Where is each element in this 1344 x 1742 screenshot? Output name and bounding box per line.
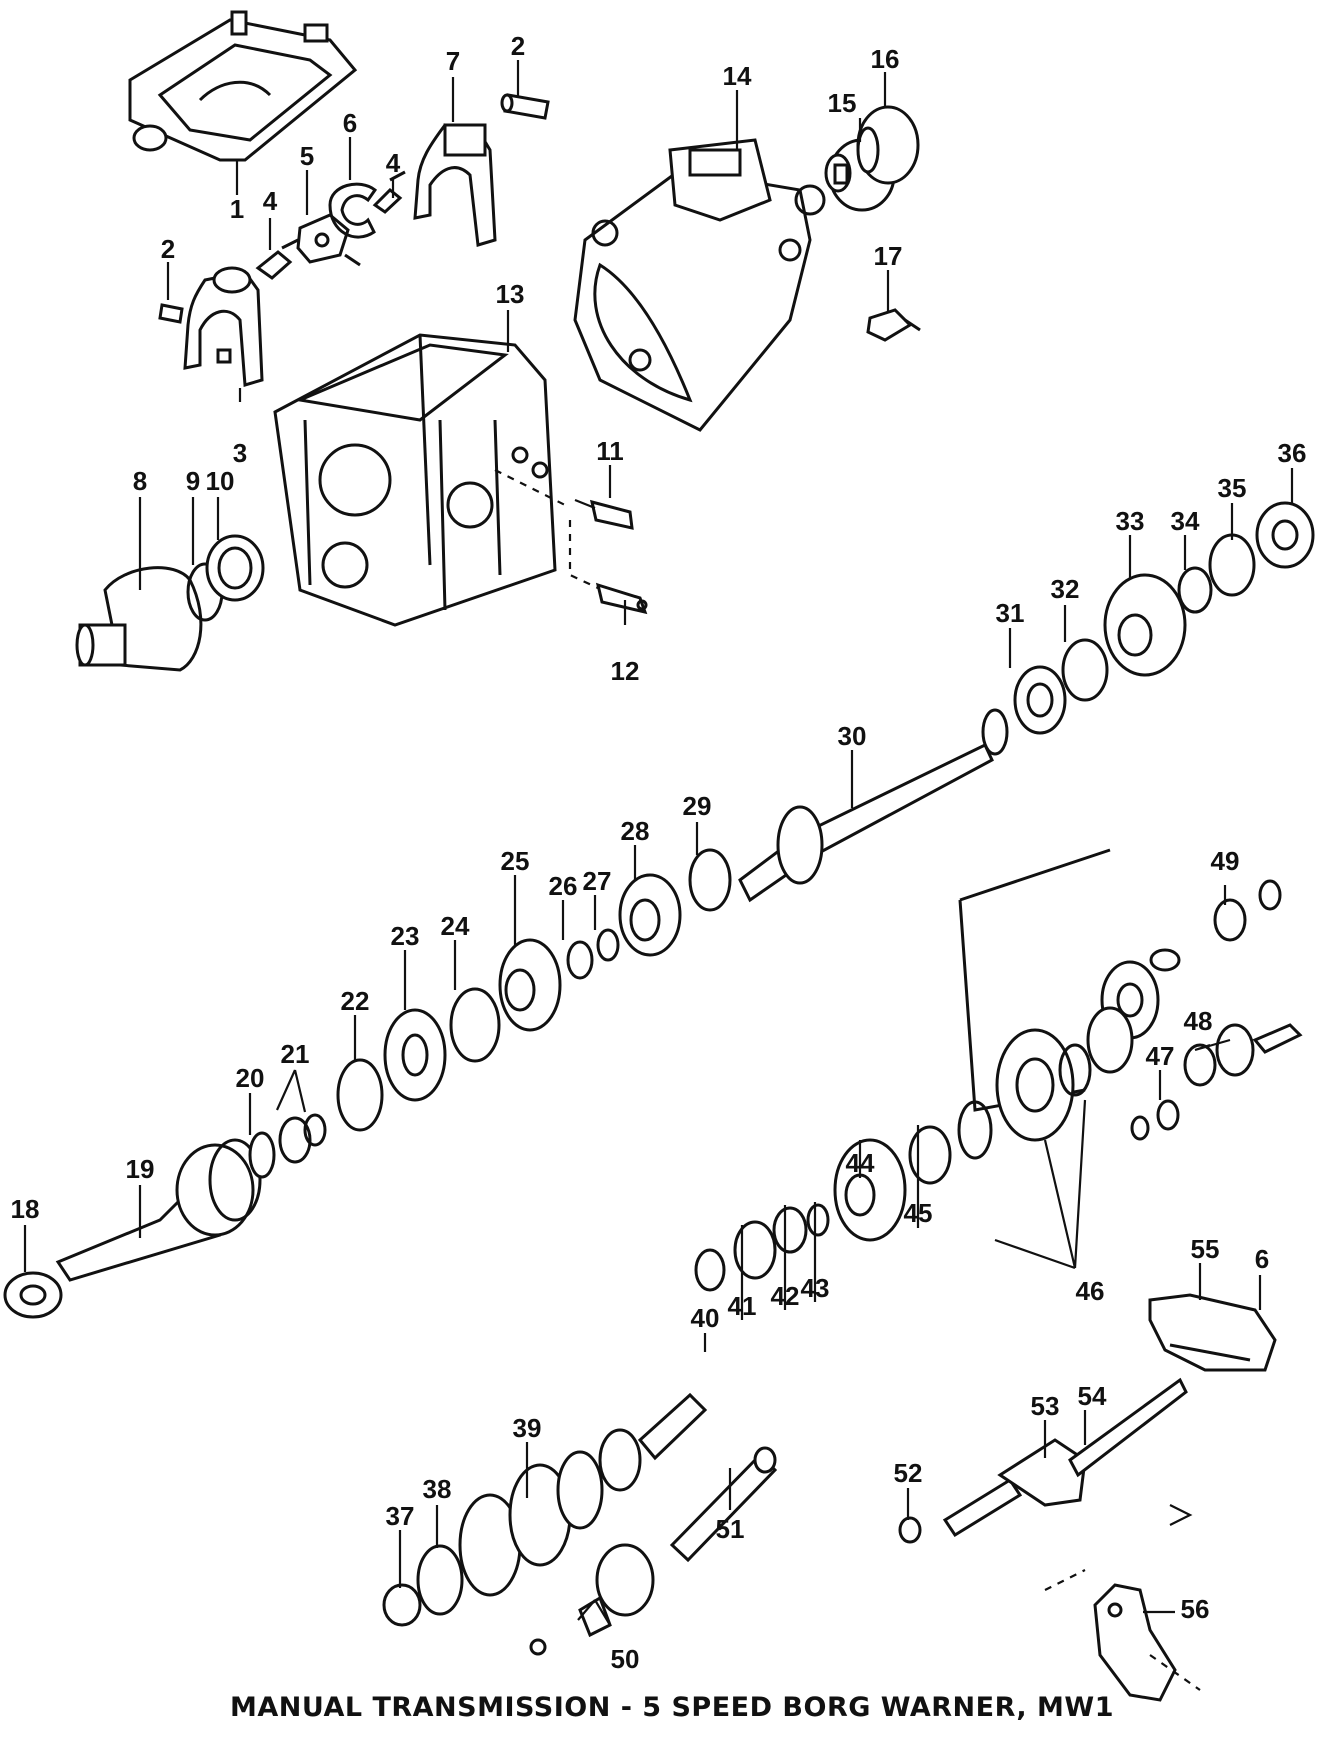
callout-1: 1	[230, 194, 244, 224]
part-gear-train-lower	[694, 1006, 1134, 1292]
part-main-shaft	[55, 1138, 262, 1282]
callout-11: 11	[596, 436, 624, 466]
callout-27: 27	[583, 866, 612, 896]
part-clip	[328, 182, 378, 239]
callout-15: 15	[828, 88, 857, 118]
part-shift-cover	[128, 10, 358, 162]
callout-41: 41	[728, 1291, 757, 1321]
callout-44: 44	[846, 1148, 875, 1178]
callout-42: 42	[771, 1281, 800, 1311]
callout-6: 6	[343, 108, 357, 138]
callout-52: 52	[894, 1458, 923, 1488]
part-switch-upper	[574, 498, 634, 530]
callout-5: 5	[300, 141, 314, 171]
part-pin-upper	[500, 93, 550, 120]
part-bracket	[1093, 1583, 1177, 1702]
callout-3: 3	[233, 438, 247, 468]
part-output-shaft	[738, 742, 994, 903]
callout-24: 24	[441, 911, 470, 941]
part-switch-lower	[595, 582, 648, 615]
callout-35: 35	[1218, 473, 1247, 503]
callout-13: 13	[496, 279, 525, 309]
callout-6: 6	[1255, 1244, 1269, 1274]
diagram-caption: MANUAL TRANSMISSION - 5 SPEED BORG WARNE…	[230, 1692, 1114, 1723]
chevron-marker	[1169, 1504, 1193, 1526]
callout-29: 29	[683, 791, 712, 821]
callout-4: 4	[263, 186, 278, 216]
part-boot	[856, 105, 920, 185]
part-extension-housing	[573, 138, 826, 432]
callout-43: 43	[801, 1273, 830, 1303]
part-transmission-case	[273, 333, 557, 627]
callout-4: 4	[386, 148, 401, 178]
callout-36: 36	[1278, 438, 1307, 468]
callout-25: 25	[501, 846, 530, 876]
part-shift-fork-right	[1148, 1293, 1277, 1372]
callout-48: 48	[1184, 1006, 1213, 1036]
callout-9: 9	[186, 466, 200, 496]
callout-19: 19	[126, 1154, 155, 1184]
callout-20: 20	[236, 1063, 265, 1093]
callout-49: 49	[1211, 846, 1240, 876]
part-pin-lower	[158, 303, 184, 324]
part-countershaft	[382, 1392, 708, 1627]
bracket-leader	[1044, 1569, 1201, 1691]
callout-40: 40	[691, 1303, 720, 1333]
callout-46: 46	[1076, 1276, 1105, 1306]
callout-38: 38	[423, 1474, 452, 1504]
callout-53: 53	[1031, 1391, 1060, 1421]
callout-45: 45	[904, 1198, 933, 1228]
part-interlock-1	[372, 170, 406, 214]
callout-33: 33	[1116, 506, 1145, 536]
part-gear-train-rear	[981, 501, 1315, 756]
callout-28: 28	[621, 816, 650, 846]
callout-56: 56	[1181, 1594, 1210, 1624]
callout-2: 2	[161, 234, 175, 264]
callout-47: 47	[1146, 1041, 1175, 1071]
callout-55: 55	[1191, 1234, 1220, 1264]
callout-23: 23	[391, 921, 420, 951]
callout-8: 8	[133, 466, 147, 496]
part-shift-rail	[898, 1377, 1188, 1544]
part-interlock-2	[255, 238, 299, 280]
callout-50: 50	[611, 1644, 640, 1674]
callout-17: 17	[874, 241, 903, 271]
part-drawings	[3, 10, 1315, 1702]
callout-numbers: 1 2 2 3 4 4 5 6 7 8 9 10 11 12 13 14 15 …	[11, 31, 1307, 1674]
part-shift-fork-lower	[183, 266, 264, 387]
callout-32: 32	[1051, 574, 1080, 604]
callout-2: 2	[511, 31, 525, 61]
switch-leader	[494, 469, 599, 589]
callout-12: 12	[611, 656, 640, 686]
callout-31: 31	[996, 598, 1025, 628]
callout-10: 10	[206, 466, 235, 496]
part-sensor	[866, 308, 921, 342]
part-bearing-left	[3, 1271, 63, 1319]
part-seal	[205, 534, 265, 602]
callout-14: 14	[723, 61, 752, 91]
callout-7: 7	[446, 46, 460, 76]
callout-37: 37	[386, 1501, 415, 1531]
callout-21: 21	[281, 1039, 310, 1069]
callout-39: 39	[513, 1413, 542, 1443]
callout-26: 26	[549, 871, 578, 901]
part-gear-train-upper	[248, 848, 732, 1179]
callout-16: 16	[871, 44, 900, 74]
callout-51: 51	[716, 1514, 745, 1544]
callout-30: 30	[838, 721, 867, 751]
leader-lines	[23, 60, 1294, 1626]
callout-18: 18	[11, 1194, 40, 1224]
callout-34: 34	[1171, 506, 1200, 536]
callout-54: 54	[1078, 1381, 1107, 1411]
callout-22: 22	[341, 986, 370, 1016]
part-countershaft-pin	[669, 1446, 778, 1563]
part-shift-fork-upper	[413, 123, 497, 247]
part-countergear	[529, 1543, 655, 1656]
